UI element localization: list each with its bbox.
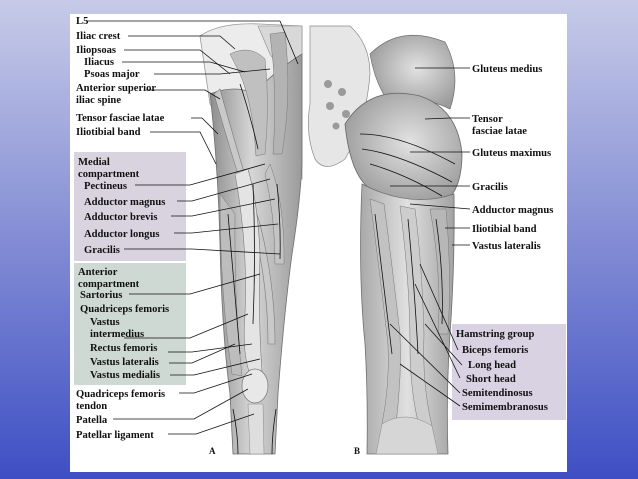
label-semitendinosus: Semitendinosus bbox=[462, 388, 533, 399]
label-biceps-femoris: Biceps femoris bbox=[462, 345, 528, 356]
left-leader-lines bbox=[86, 20, 299, 435]
label-adductor-brevis: Adductor brevis bbox=[84, 212, 157, 223]
anatomy-figure: L5 Iliac crest Iliopsoas Iliacus Psoas m… bbox=[74, 16, 566, 456]
panel-letter-a: A bbox=[209, 446, 216, 456]
label-gracilis-left: Gracilis bbox=[84, 245, 120, 256]
label-iliotibial-band-right: Iliotibial band bbox=[472, 224, 537, 235]
label-gluteus-maximus: Gluteus maximus bbox=[472, 148, 551, 159]
label-gluteus-medius: Gluteus medius bbox=[472, 64, 542, 75]
label-vastus-lateralis-right: Vastus lateralis bbox=[472, 241, 541, 252]
hamstring-group-box bbox=[452, 324, 566, 420]
anterior-compartment-title-1: Anterior bbox=[78, 267, 118, 278]
label-asis-line2: iliac spine bbox=[76, 95, 121, 106]
posterior-thigh-illustration bbox=[308, 25, 463, 455]
label-iliac-crest: Iliac crest bbox=[76, 31, 121, 42]
label-tensor-right-2: fasciae latae bbox=[472, 126, 527, 137]
label-rectus-femoris: Rectus femoris bbox=[90, 343, 157, 354]
label-qf-tendon-2: tendon bbox=[76, 401, 107, 412]
label-vastus-medialis: Vastus medialis bbox=[90, 370, 160, 381]
medial-compartment-title-2: compartment bbox=[78, 169, 140, 180]
label-qf-tendon-1: Quadriceps femoris bbox=[76, 389, 165, 400]
label-vastus-intermedius-2: intermedius bbox=[90, 329, 144, 340]
label-short-head: Short head bbox=[466, 374, 516, 385]
anterior-compartment-title-2: compartment bbox=[78, 279, 140, 290]
label-vastus-lateralis-left: Vastus lateralis bbox=[90, 357, 159, 368]
right-leader-lines bbox=[389, 67, 471, 407]
label-iliacus: Iliacus bbox=[84, 57, 114, 68]
label-tensor-fasciae-latae-left: Tensor fasciae latae bbox=[76, 113, 165, 124]
label-l5: L5 bbox=[76, 16, 88, 27]
hamstring-group-title: Hamstring group bbox=[456, 329, 534, 340]
anterior-compartment-box bbox=[74, 263, 186, 385]
label-sartorius: Sartorius bbox=[80, 290, 122, 301]
label-psoas-major: Psoas major bbox=[84, 69, 140, 80]
label-patellar-ligament: Patellar ligament bbox=[76, 430, 154, 441]
label-adductor-magnus-right: Adductor magnus bbox=[472, 205, 553, 216]
label-patella: Patella bbox=[76, 415, 108, 426]
label-adductor-magnus-left: Adductor magnus bbox=[84, 197, 165, 208]
slide-canvas: L5 Iliac crest Iliopsoas Iliacus Psoas m… bbox=[70, 14, 567, 472]
label-gracilis-right: Gracilis bbox=[472, 182, 508, 193]
label-quadriceps-femoris: Quadriceps femoris bbox=[80, 304, 169, 315]
label-adductor-longus: Adductor longus bbox=[84, 229, 159, 240]
medial-compartment-title-1: Medial bbox=[78, 157, 110, 168]
panel-letter-b: B bbox=[354, 446, 360, 456]
label-asis-line1: Anterior superior bbox=[76, 83, 156, 94]
label-vastus-intermedius-1: Vastus bbox=[90, 317, 120, 328]
label-semimembranosus: Semimembranosus bbox=[462, 402, 548, 413]
anterior-thigh-illustration bbox=[199, 23, 303, 455]
label-iliotibial-band-left: Iliotibial band bbox=[76, 127, 141, 138]
label-tensor-right-1: Tensor bbox=[472, 114, 503, 125]
label-pectineus: Pectineus bbox=[84, 181, 127, 192]
label-iliopsoas: Iliopsoas bbox=[76, 45, 116, 56]
label-long-head: Long head bbox=[468, 360, 516, 371]
medial-compartment-box bbox=[74, 152, 186, 261]
